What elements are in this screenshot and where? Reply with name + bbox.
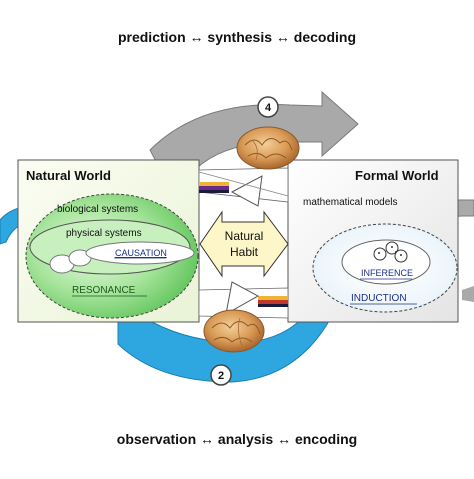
natural-habit-arrow: Natural Habit bbox=[199, 210, 289, 278]
natural-habit-line2: Habit bbox=[230, 245, 259, 259]
natural-world-title: Natural World bbox=[26, 168, 111, 183]
resonance-label: RESONANCE bbox=[72, 285, 136, 296]
inference-label: INFERENCE bbox=[361, 268, 413, 278]
biological-systems-label: biological systems bbox=[57, 204, 138, 215]
inference-ellipse bbox=[341, 239, 431, 285]
brain-icon-top bbox=[236, 126, 300, 170]
molecule-icon bbox=[373, 241, 408, 263]
step-number-top: 4 bbox=[265, 102, 272, 114]
natural-world-panel: Natural World biological systems physica… bbox=[17, 159, 200, 323]
step-badge-bottom: 2 bbox=[210, 364, 232, 386]
step-badge-top: 4 bbox=[257, 96, 279, 118]
bottom-caption: observation ↔ analysis ↔ encoding bbox=[116, 431, 358, 447]
mathematical-models-label: mathematical models bbox=[303, 197, 397, 208]
formal-world-title: Formal World bbox=[355, 168, 439, 183]
physical-systems-label: physical systems bbox=[66, 228, 142, 239]
causation-label: CAUSATION bbox=[115, 248, 167, 258]
induction-label: INDUCTION bbox=[351, 293, 407, 304]
formal-world-panel: Formal World mathematical models INFEREN… bbox=[287, 159, 459, 323]
brain-icon-bottom bbox=[203, 309, 265, 353]
causation-ellipse bbox=[85, 241, 195, 265]
top-caption: prediction ↔ synthesis ↔ decoding bbox=[117, 29, 357, 45]
step-number-bottom: 2 bbox=[218, 370, 224, 382]
prism-icon bbox=[198, 167, 289, 319]
natural-habit-line1: Natural bbox=[225, 229, 264, 243]
